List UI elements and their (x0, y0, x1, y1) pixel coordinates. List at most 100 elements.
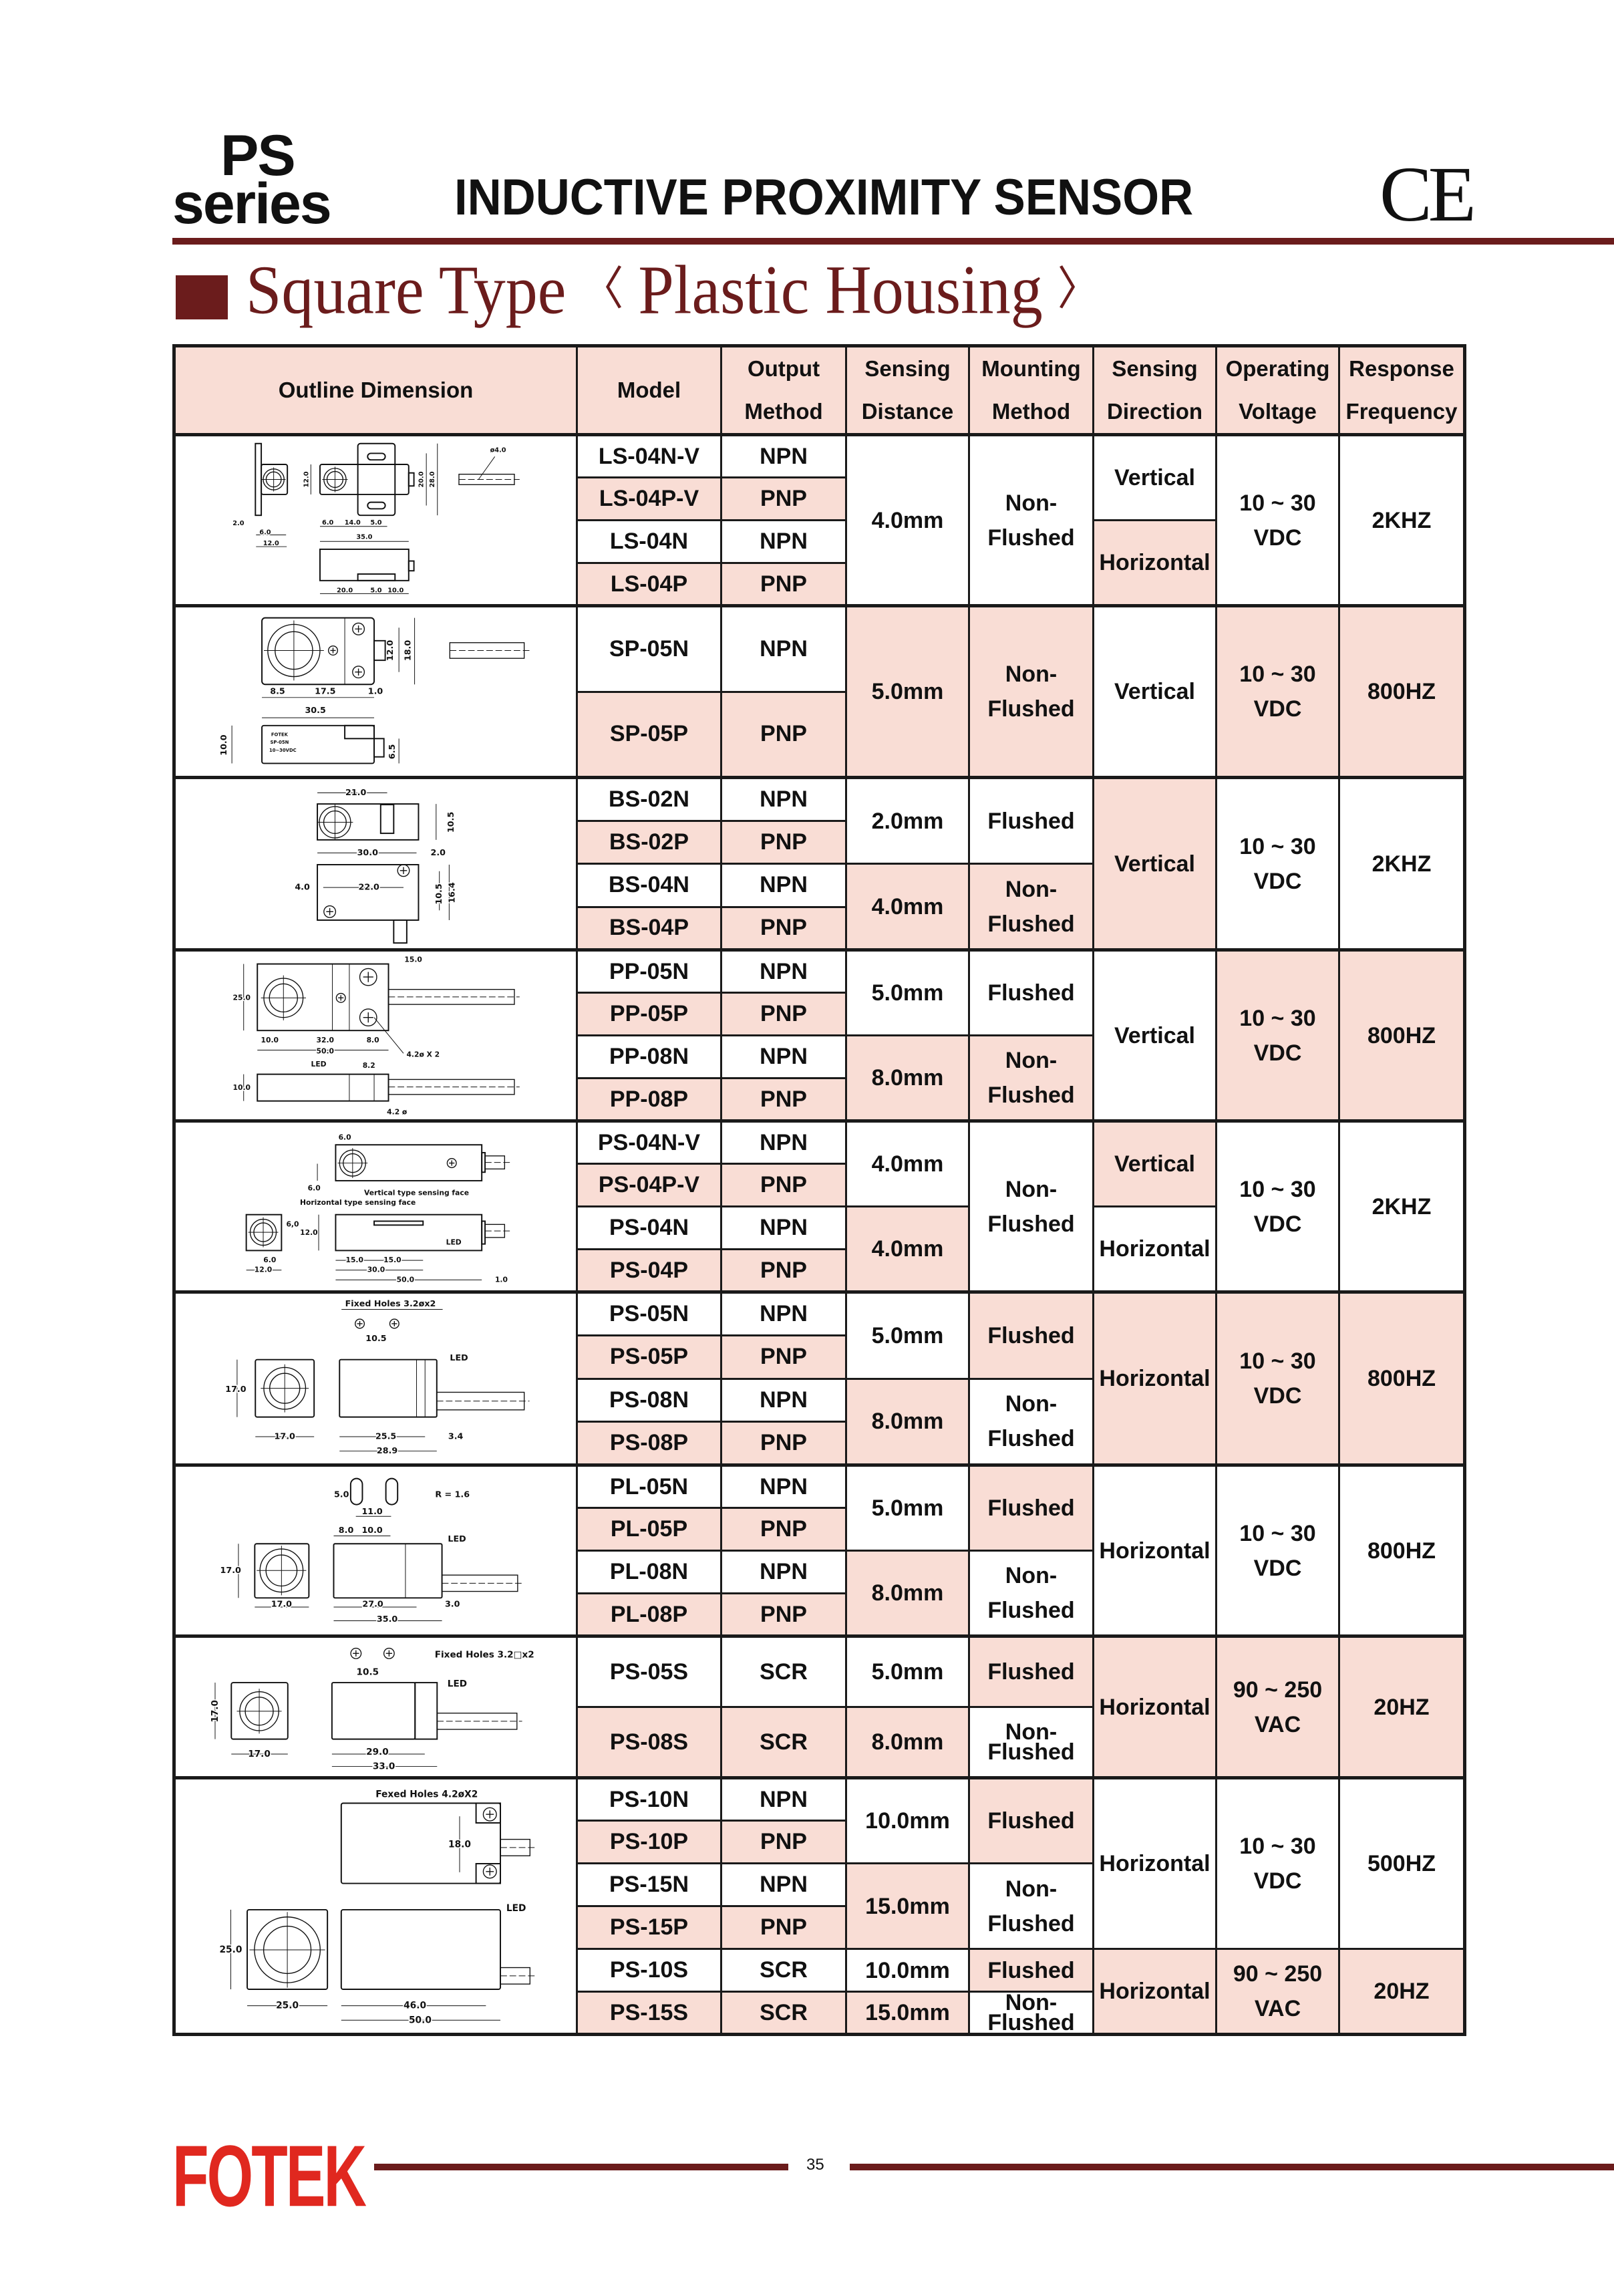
sensing-face-icon (257, 1545, 307, 1595)
hole-cross-mark (486, 1867, 494, 1876)
housing-outline (481, 1220, 486, 1245)
dimension-label: 2.0 (232, 519, 244, 527)
distance-cell: 2.0mm (845, 776, 970, 865)
dimension-label: 6.0 (322, 519, 333, 526)
dimension-label: 17.0 (210, 1700, 220, 1723)
voltage-cell: 10 ~ 30 VDC (1215, 948, 1340, 1122)
model-cell: BS-02N (576, 776, 722, 822)
housing-outline (408, 472, 415, 486)
dimension-label: 17.5 (315, 686, 335, 696)
mounting-hole-icon (383, 1647, 395, 1659)
housing-outline (373, 737, 385, 758)
frequency-cell: 800HZ (1338, 1463, 1466, 1637)
dimension-label: Fixed Holes 3.2□x2 (435, 1649, 534, 1660)
hole-cross-mark (391, 1320, 397, 1326)
header-divider (172, 238, 1614, 245)
dimension-label: 12.0 (263, 540, 279, 547)
column-header-output-method: Output Method (720, 345, 847, 436)
column-header-response-frequency: Response Frequency (1338, 345, 1466, 436)
mounting-hole-icon (359, 1008, 377, 1026)
housing-outline (245, 1213, 283, 1251)
model-cell: PS-15S (576, 1991, 722, 2035)
dimension-label: 4.2ø X 2 (406, 1050, 440, 1058)
dimension-label: 27.0 (362, 1598, 383, 1608)
dimension-label: 11.0 (361, 1505, 382, 1516)
page-title: INDUCTIVE PROXIMITY SENSOR (454, 169, 1194, 226)
output-cell: NPN (720, 604, 847, 693)
frequency-cell: 500HZ (1338, 1776, 1466, 1950)
housing-outline (357, 442, 396, 516)
dimension-label: Fexed Holes 4.2øX2 (375, 1789, 478, 1800)
output-cell: PNP (720, 819, 847, 865)
model-cell: PS-08S (576, 1706, 722, 1779)
output-cell: PNP (720, 905, 847, 951)
housing-outline (357, 573, 396, 581)
mounting-cell: Flushed (968, 1948, 1094, 1993)
dimension-label: 25.0 (219, 1944, 242, 1955)
center-cross (261, 1364, 309, 1413)
center-cross (317, 804, 353, 840)
distance-cell: 8.0mm (845, 1377, 970, 1466)
housing-outline (340, 1908, 502, 1990)
hole-cross-mark (363, 971, 373, 982)
column-header-sensing-distance: Sensing Distance (845, 345, 970, 436)
dimension-label: 10.0 (387, 587, 404, 594)
column-header-outline-dimension: Outline Dimension (173, 345, 578, 436)
sensing-face-icon (261, 975, 306, 1020)
output-cell: PNP (720, 1248, 847, 1293)
section-heading: Square Type〈Plastic Housing〉 (246, 255, 1115, 325)
housing-outline (257, 1073, 389, 1102)
model-cell: PL-05P (576, 1507, 722, 1552)
mounting-hole-icon (389, 1318, 399, 1328)
series-label: series (172, 172, 332, 236)
output-cell: NPN (720, 1776, 847, 1822)
output-cell: NPN (720, 1034, 847, 1079)
mounting-cell: Non- Flushed (968, 433, 1094, 607)
dimension-label: 18.0 (448, 1839, 471, 1850)
output-cell: PNP (720, 1905, 847, 1950)
model-cell: LS-04P-V (576, 476, 722, 521)
frequency-cell: 800HZ (1338, 948, 1466, 1122)
dimension-label: 30.0 (367, 1265, 385, 1274)
dimension-label: 30.5 (305, 704, 325, 714)
sensing-face-icon (249, 1911, 325, 1988)
direction-cell: Horizontal (1092, 1948, 1217, 2035)
dimension-label: 17.0 (248, 1748, 271, 1759)
footer-line-right (850, 2164, 1614, 2170)
output-cell: PNP (720, 1077, 847, 1122)
dimension-label: 3.0 (445, 1598, 460, 1608)
model-cell: PL-08N (576, 1550, 722, 1594)
distance-cell: 4.0mm (845, 863, 970, 951)
dimension-label: 15.0 (383, 1256, 401, 1264)
mounting-cell: Non- Flushed (968, 1862, 1094, 1950)
fotek-logo: FOTEK (172, 2128, 367, 2225)
output-cell: PNP (720, 992, 847, 1036)
output-cell: PNP (720, 1507, 847, 1552)
housing-outline (344, 724, 375, 739)
dimension-label: 30.0 (357, 847, 378, 857)
voltage-cell: 10 ~ 30 VDC (1215, 1290, 1340, 1466)
housing-outline (317, 863, 420, 921)
direction-cell: Vertical (1092, 604, 1217, 778)
hole-cross-mark (338, 994, 344, 1000)
distance-cell: 15.0mm (845, 1991, 970, 2035)
